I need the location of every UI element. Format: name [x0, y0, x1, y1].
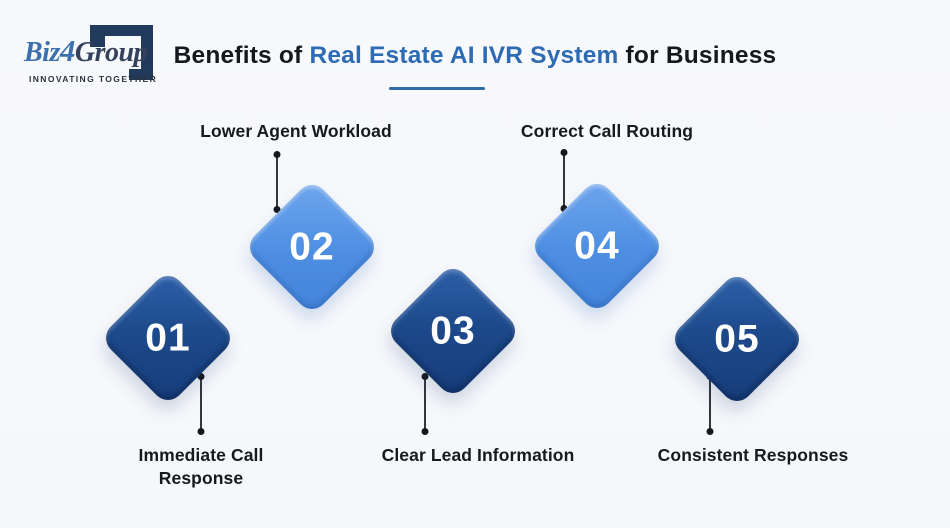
connector-benefit-05 [709, 377, 711, 431]
connector-benefit-01 [200, 377, 202, 431]
benefit-number-04: 04 [574, 224, 620, 267]
benefit-diamond-03: 03 [384, 262, 522, 400]
benefit-number-03: 03 [430, 309, 476, 352]
title-highlight: Real Estate AI IVR System [309, 42, 619, 69]
title-suffix: for Business [618, 42, 777, 69]
page-title: Benefits of Real Estate AI IVR System fo… [0, 42, 950, 70]
benefit-diamond-05: 05 [668, 270, 806, 408]
biz4group-logo: Biz4Group INNOVATING TOGETHER [20, 12, 165, 92]
logo-bracket-mark [90, 25, 153, 80]
benefit-diamond-01: 01 [99, 269, 237, 407]
connector-benefit-02 [276, 155, 278, 209]
logo-wordmark: Biz4Group [24, 33, 148, 68]
benefit-label-lower-agent-workload: Lower Agent Workload [200, 121, 392, 141]
logo-text-biz: Biz [24, 37, 60, 68]
logo-text-4: 4 [59, 33, 76, 68]
logo-tagline: INNOVATING TOGETHER [29, 74, 158, 84]
title-prefix: Benefits of [173, 42, 310, 69]
benefit-label-correct-call-routing: Correct Call Routing [520, 121, 694, 141]
connector-benefit-04 [563, 153, 565, 208]
benefit-number-05: 05 [714, 317, 760, 360]
title-underline [389, 87, 485, 90]
benefit-label-immediate-call-response: Immediate Call Response [138, 445, 264, 488]
benefit-label-clear-lead-information: Clear Lead Information [381, 445, 575, 465]
logo-text-group: Group [74, 37, 148, 68]
benefit-diamond-02: 02 [243, 178, 381, 316]
connector-benefit-03 [424, 377, 426, 431]
benefit-number-01: 01 [145, 316, 191, 359]
benefit-label-consistent-responses: Consistent Responses [657, 445, 849, 465]
benefit-number-02: 02 [289, 225, 335, 268]
benefit-diamond-04: 04 [528, 177, 666, 315]
